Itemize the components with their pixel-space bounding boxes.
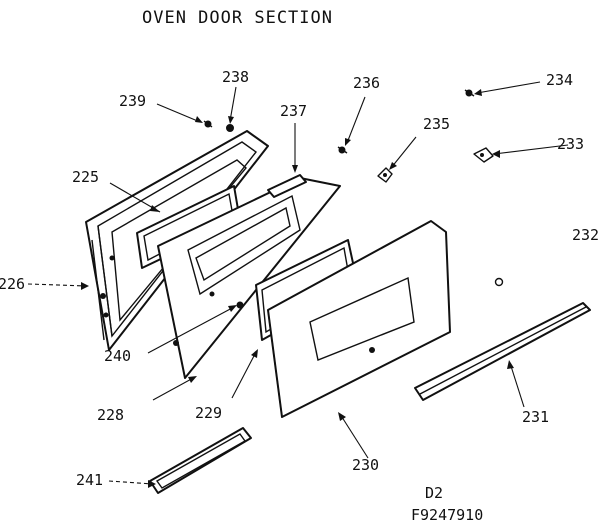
callout-239: 239 <box>119 92 146 110</box>
callout-labels: 225 226 228 229 230 231 232 233 234 235 … <box>0 68 599 489</box>
drawing-section-code: D2 <box>425 484 443 502</box>
callout-233: 233 <box>557 135 584 153</box>
part-232-bumper <box>494 277 504 287</box>
callout-237: 237 <box>280 102 307 120</box>
callout-231: 231 <box>522 408 549 426</box>
callout-230: 230 <box>352 456 379 474</box>
callout-232: 232 <box>572 226 599 244</box>
callout-226: 226 <box>0 275 25 293</box>
callout-240: 240 <box>104 347 131 365</box>
part-228-door-panel <box>157 177 341 379</box>
callout-229: 229 <box>195 404 222 422</box>
part-233-clip <box>473 147 494 163</box>
callout-234: 234 <box>546 71 573 89</box>
callout-236: 236 <box>353 74 380 92</box>
part-236-screw <box>337 146 348 154</box>
leader-lines <box>27 81 569 488</box>
drawing-number: F9247910 <box>411 506 483 524</box>
callout-228: 228 <box>97 406 124 424</box>
diagram-title: OVEN DOOR SECTION <box>142 8 333 28</box>
part-240-screw <box>236 301 244 309</box>
part-234-screw <box>464 89 475 97</box>
part-235-clip <box>377 167 393 183</box>
part-230-outer-door <box>267 220 451 418</box>
part-237-bracket <box>267 174 307 198</box>
callout-238: 238 <box>222 68 249 86</box>
part-239-screw <box>203 120 213 128</box>
part-238-screw <box>226 124 234 132</box>
callout-235: 235 <box>423 115 450 133</box>
callout-225: 225 <box>72 168 99 186</box>
part-241-window-glass <box>149 427 252 494</box>
part-231-handle-strip <box>414 302 591 401</box>
callout-241: 241 <box>76 471 103 489</box>
